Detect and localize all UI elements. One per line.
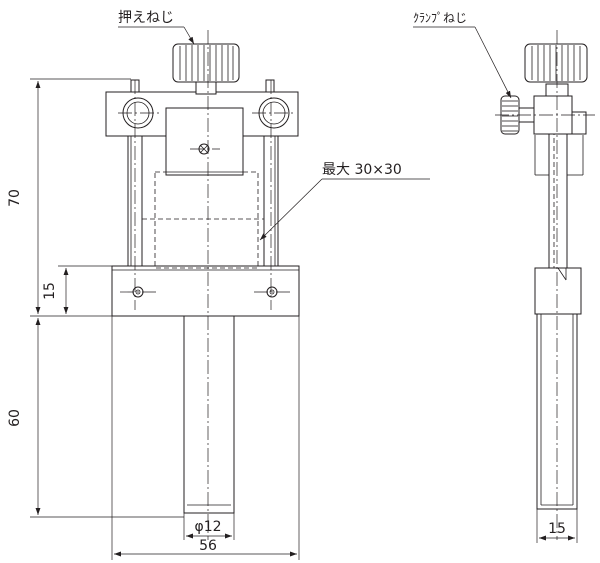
- slot-line: [557, 267, 567, 281]
- leader-line-push-screw: [183, 26, 195, 45]
- dim-label-width: 56: [199, 538, 217, 554]
- leader-line-clamp-screw: [474, 26, 512, 99]
- knurl-pattern-clamp: [502, 100, 518, 132]
- screw-socket: [135, 289, 141, 295]
- label-clamp-screw: ｸﾗﾝﾌﾟねじ: [413, 11, 467, 25]
- screw-socket: [269, 289, 275, 295]
- pressing-block: [165, 107, 244, 176]
- dim-label-post-diameter: φ12: [194, 519, 221, 535]
- dim-label-post: 60: [7, 409, 23, 427]
- label-max-size: 最大 30×30: [322, 162, 402, 178]
- dim-label-side-width: 15: [548, 521, 566, 537]
- side-upper-tab: [571, 111, 587, 135]
- specimen-outline-hidden: [154, 171, 259, 269]
- dim-label-block: 15: [42, 282, 58, 300]
- front-view: [105, 30, 300, 540]
- knurl-pattern-side: [531, 45, 581, 81]
- label-push-screw: 押えねじ: [118, 10, 174, 26]
- push-screw-knob: [172, 43, 240, 83]
- side-view: [495, 30, 595, 540]
- side-base-block: [534, 267, 582, 315]
- dimensions-front: 70 15 60 φ12 56: [7, 78, 300, 560]
- post-rod: [183, 315, 235, 514]
- dim-label-total-height: 70: [7, 189, 23, 207]
- knurl-pattern: [179, 45, 234, 81]
- leader-line-max-size: [259, 178, 323, 241]
- callouts-side: ｸﾗﾝﾌﾟねじ 15: [413, 11, 578, 543]
- callouts-front: 押えねじ 最大 30×30: [118, 10, 430, 241]
